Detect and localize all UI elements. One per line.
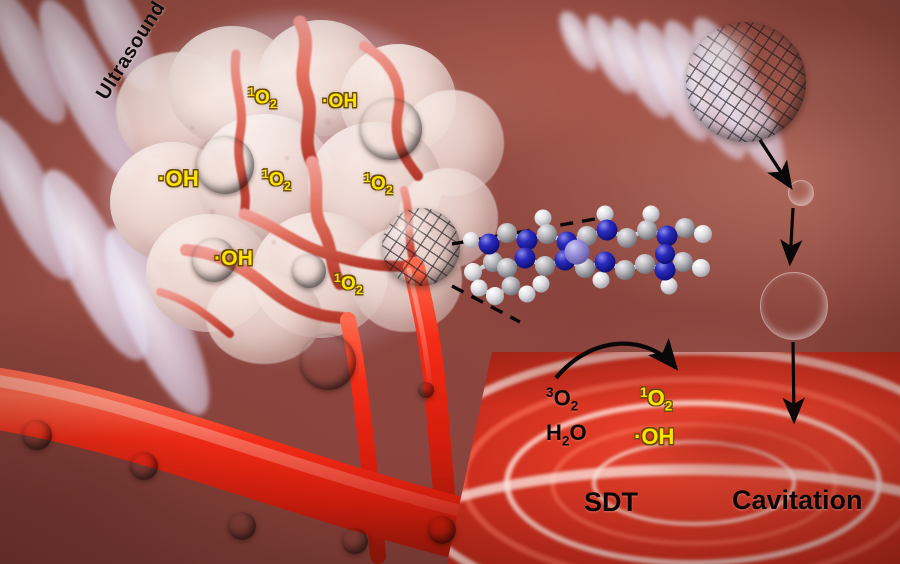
reaction-arrow bbox=[554, 338, 679, 380]
nanoparticle bbox=[130, 452, 158, 480]
ros-label-ros-3: ·OH bbox=[158, 166, 199, 191]
nanoparticle bbox=[428, 516, 456, 544]
tumor-microvessels bbox=[156, 15, 423, 338]
bubble-small bbox=[788, 180, 814, 206]
ros-label-ros-4: 1O2 bbox=[262, 167, 291, 194]
ros-label-ros-2: ·OH bbox=[322, 91, 358, 112]
ros-label-ros-7: 1O2 bbox=[334, 271, 363, 298]
molecule-atoms bbox=[463, 205, 712, 305]
chem-O2-singlet: 1O2 bbox=[640, 385, 673, 414]
chem-water: H2O bbox=[546, 420, 587, 449]
sdt-caption: SDT bbox=[584, 487, 638, 517]
nanoparticle bbox=[342, 528, 368, 554]
nanoparticle-gloss bbox=[382, 208, 460, 286]
cavitation-pool bbox=[446, 352, 900, 564]
ros-label-ros-5: 1O2 bbox=[364, 171, 393, 198]
ros-label-ros-6: ·OH bbox=[214, 247, 254, 270]
nanoparticle-cage-tumor bbox=[382, 208, 460, 286]
bubble-large bbox=[760, 272, 828, 340]
chem-O2-triplet: 3O2 bbox=[546, 385, 579, 414]
arrow-bubble-growth bbox=[780, 207, 803, 267]
arrow-nanoparticle-to-bubble bbox=[758, 139, 793, 190]
cavitation-caption: Cavitation bbox=[732, 485, 863, 515]
ros-label-ros-1: 1O2 bbox=[248, 85, 277, 112]
nanoparticle bbox=[22, 420, 52, 450]
nanoparticle-gloss bbox=[686, 22, 806, 142]
pool-shading bbox=[446, 352, 900, 564]
nanoparticle bbox=[228, 512, 256, 540]
chem-hydroxyl: ·OH bbox=[634, 424, 675, 449]
central-metal-atom bbox=[564, 239, 590, 265]
arrow-bubble-collapse bbox=[782, 341, 805, 425]
sonosensitizer-molecule bbox=[463, 205, 712, 305]
nanoparticle-cage-inset bbox=[686, 22, 806, 142]
